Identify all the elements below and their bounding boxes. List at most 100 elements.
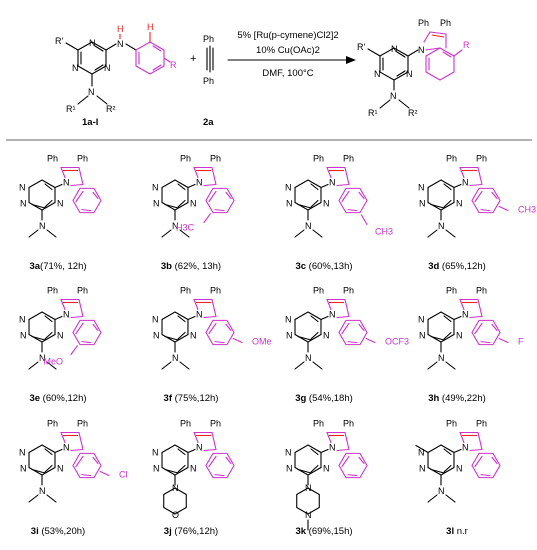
atom-n: N xyxy=(438,221,445,231)
atom-n: N xyxy=(19,315,26,325)
ph-label: Ph xyxy=(476,286,487,296)
substituent-label: H3C xyxy=(176,223,195,233)
atom-n: N xyxy=(57,331,64,341)
product-label: 3h (49%,22h) xyxy=(428,393,486,404)
ph-label: Ph xyxy=(476,154,487,164)
atom-n: N xyxy=(462,310,469,320)
atom-n: N xyxy=(305,221,312,231)
atom-n: N xyxy=(323,199,330,209)
atom-n: N xyxy=(418,448,425,458)
atom-n: N xyxy=(462,443,469,453)
ph-label: Ph xyxy=(446,154,457,164)
substituent-label: F xyxy=(518,337,524,347)
atom-n: N xyxy=(286,199,293,209)
r2-label: R² xyxy=(408,108,418,118)
alkyne-2a: Ph Ph 2a xyxy=(203,34,214,128)
atom-n: N xyxy=(20,464,27,474)
general-product: N N N R' N R¹ R² N Ph Ph R xyxy=(357,18,470,118)
atom-n: N xyxy=(88,87,95,97)
atom-n: N xyxy=(286,331,293,341)
atom-n: N xyxy=(172,221,179,231)
ph-label: Ph xyxy=(440,18,451,28)
atom-n: N xyxy=(438,353,445,363)
atom-n: N xyxy=(117,39,124,49)
substituent-label: CH3 xyxy=(375,227,393,237)
atom-n: N xyxy=(152,315,159,325)
atom-n: N xyxy=(418,315,425,325)
atom-n: N xyxy=(172,483,179,493)
atom-n: N xyxy=(153,199,160,209)
atom-n: N xyxy=(419,464,426,474)
ph-label: Ph xyxy=(77,419,88,429)
r1-label: R¹ xyxy=(368,108,378,118)
atom-n: N xyxy=(329,443,336,453)
atom-n: N xyxy=(63,178,70,188)
r-label: R xyxy=(463,40,470,50)
solvent-temp-text: DMF, 100°C xyxy=(262,68,313,79)
ph-label: Ph xyxy=(476,419,487,429)
atom-n: N xyxy=(418,45,425,55)
conditions: 5% [Ru(p-cymene)Cl2]2 10% Cu(OAc)2 DMF, … xyxy=(227,30,356,79)
atom-n: N xyxy=(172,353,179,363)
atom-n: N xyxy=(72,63,79,73)
atom-n: N xyxy=(63,443,70,453)
product-label: 3e (60%,12h) xyxy=(29,393,86,404)
atom-n: N xyxy=(419,331,426,341)
atom-n: N xyxy=(153,464,160,474)
atom-n: N xyxy=(438,486,445,496)
ph-label: Ph xyxy=(180,419,191,429)
ph-label: Ph xyxy=(180,154,191,164)
atom-n: N xyxy=(305,353,312,363)
product-label: 3k (69%,15h) xyxy=(295,526,352,537)
reactant-label: 1a-l xyxy=(82,117,98,128)
atom-n: N xyxy=(390,91,397,101)
atom-n: N xyxy=(19,183,26,193)
ph-label: Ph xyxy=(343,286,354,296)
atom-n: N xyxy=(19,448,26,458)
ph-label: Ph xyxy=(203,76,214,86)
ph-label: Ph xyxy=(446,286,457,296)
product-label: 3f (75%,12h) xyxy=(164,393,219,404)
atom-n: N xyxy=(20,331,27,341)
atom-n: N xyxy=(39,486,46,496)
ph-label: Ph xyxy=(343,419,354,429)
atom-n: N xyxy=(39,353,46,363)
atom-n: N xyxy=(285,315,292,325)
ph-label: Ph xyxy=(77,154,88,164)
atom-n: N xyxy=(456,199,463,209)
catalyst-text: 5% [Ru(p-cymene)Cl2]2 xyxy=(237,30,338,41)
ph-label: Ph xyxy=(47,419,58,429)
atom-n: N xyxy=(374,69,381,79)
ph-label: Ph xyxy=(313,419,324,429)
r2-label: R² xyxy=(106,104,116,114)
ph-label: Ph xyxy=(210,154,221,164)
h-label: H xyxy=(147,22,154,32)
atom-n: N xyxy=(57,199,64,209)
ph-label: Ph xyxy=(418,18,429,28)
atom-n: N xyxy=(323,464,330,474)
r-prime-label: R' xyxy=(357,42,365,52)
atom-n: N xyxy=(196,443,203,453)
product-label: 3c (60%,13h) xyxy=(295,261,352,272)
ph-label: Ph xyxy=(210,286,221,296)
reactant-1: N N N R' N R¹ R² N H H R 1a-l xyxy=(55,22,177,128)
substituent-label: CH3 xyxy=(518,205,536,215)
atom-n: N xyxy=(152,183,159,193)
product-label: 3g (54%,18h) xyxy=(295,393,353,404)
product-label: 3d (65%,12h) xyxy=(428,261,486,272)
atom-n: N xyxy=(20,199,27,209)
ph-label: Ph xyxy=(210,419,221,429)
atom-n: N xyxy=(196,178,203,188)
atom-n: N xyxy=(285,183,292,193)
atom-n: N xyxy=(39,221,46,231)
substituent-label: MeO xyxy=(43,357,63,367)
